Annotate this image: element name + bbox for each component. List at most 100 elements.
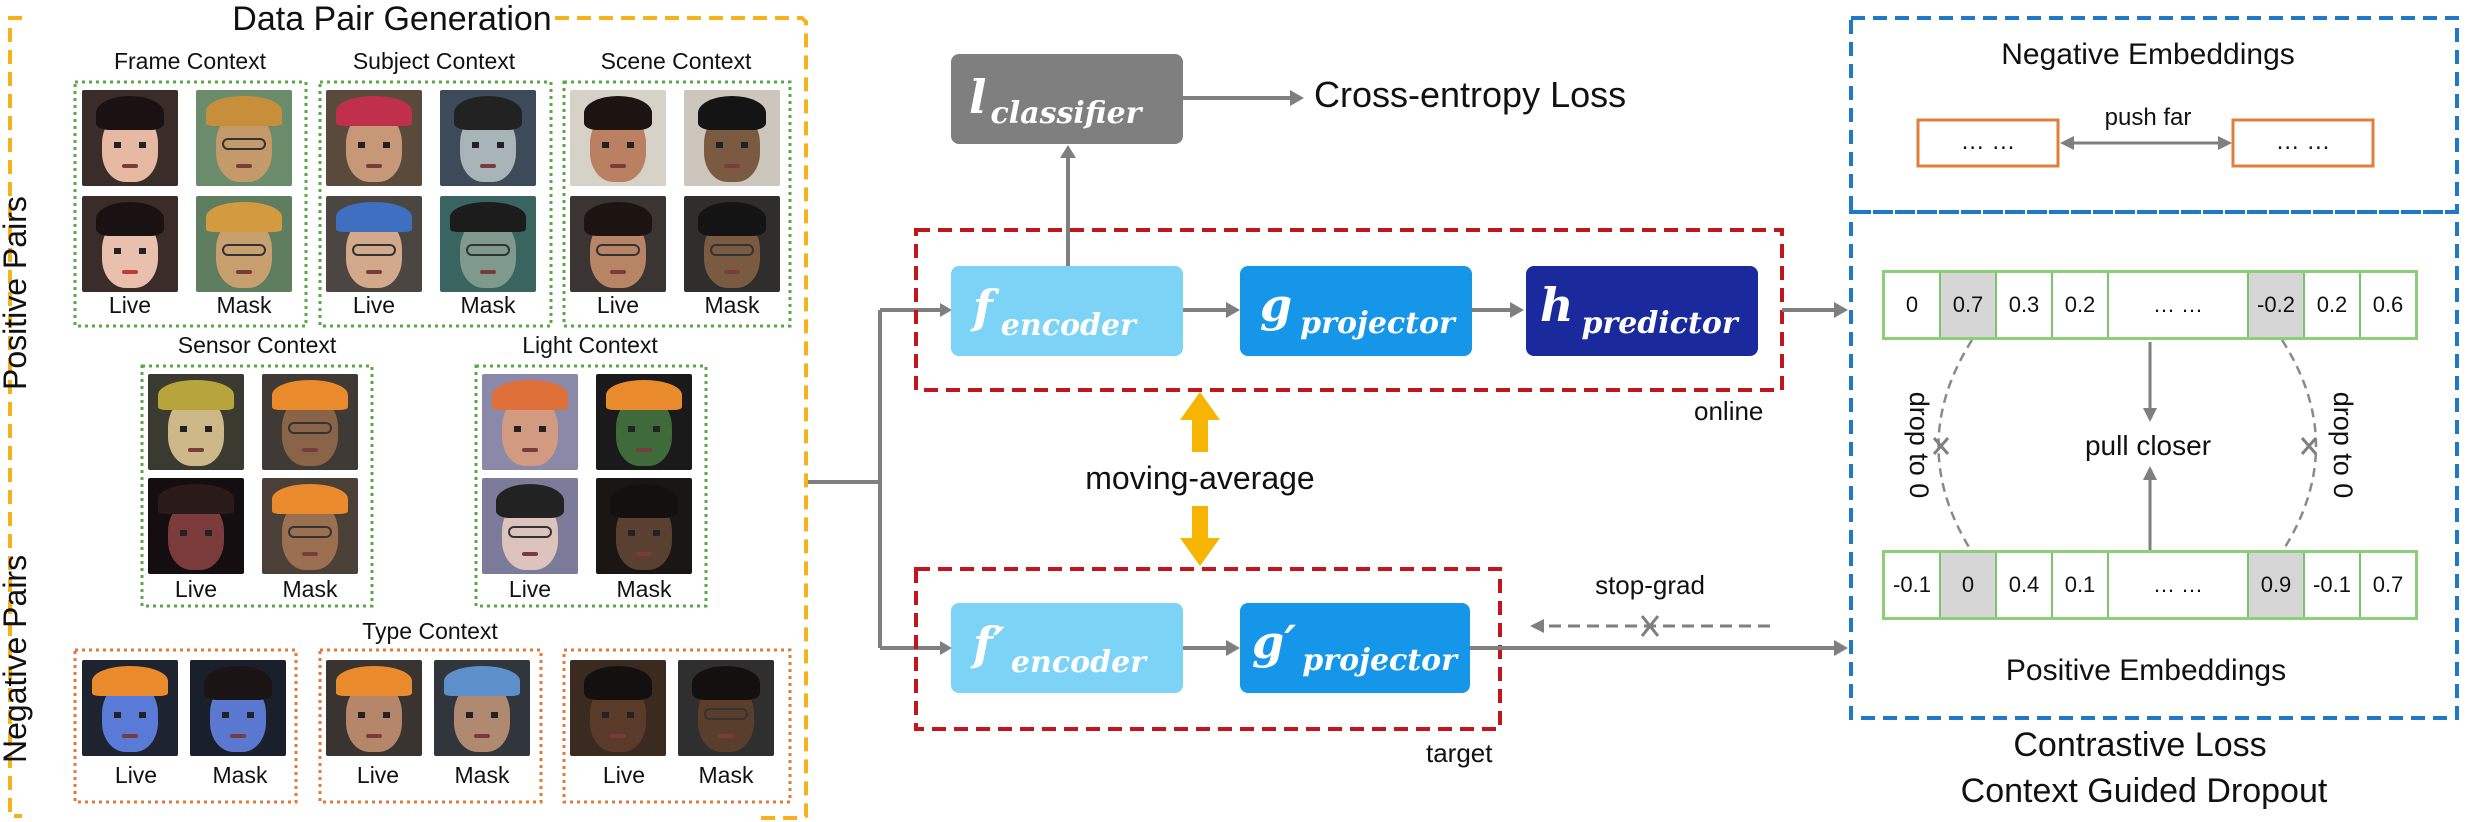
- drop-to-zero-right-label: drop to 0: [2328, 391, 2358, 499]
- projector-subscript: projector: [1300, 306, 1455, 341]
- mask-label: Mask: [216, 292, 272, 318]
- push-far-label: push far: [2104, 104, 2192, 131]
- negative-embedding-right: [2231, 118, 2375, 168]
- face-photo: [82, 90, 178, 186]
- emb-cell-ellipsis: … …: [2109, 553, 2249, 617]
- type-context-box-2: [318, 648, 543, 804]
- emb-cell: 0.3: [1997, 273, 2053, 337]
- target-projector-block: g′projector: [1240, 603, 1470, 693]
- subject-context-title: Subject Context: [352, 48, 516, 74]
- emb-cell: 0: [1885, 273, 1941, 337]
- mask-photo: [678, 660, 774, 756]
- face-photo: [82, 660, 178, 756]
- mask-photo: [190, 660, 286, 756]
- face-photo: [482, 374, 578, 470]
- cross-entropy-loss-label: Cross-entropy Loss: [1314, 74, 1627, 115]
- encoder-symbol: f: [973, 280, 993, 334]
- frame-context-box: [73, 80, 308, 328]
- mask-photo: [684, 90, 780, 186]
- live-label: Live: [114, 762, 158, 788]
- emb-cell: 0.1: [2053, 553, 2109, 617]
- mask-photo: [596, 374, 692, 470]
- subject-context-box: [318, 80, 553, 328]
- frame-context-title: Frame Context: [113, 48, 267, 74]
- online-label: online: [1694, 396, 1764, 426]
- target-label: target: [1426, 738, 1493, 768]
- predictor-symbol: h: [1540, 278, 1574, 332]
- moving-average-label: moving-average: [1085, 460, 1315, 496]
- mask-label: Mask: [454, 762, 510, 788]
- encoder-subscript: encoder: [1000, 308, 1136, 343]
- emb-cell-ellipsis: … …: [2109, 273, 2249, 337]
- target-embedding-vector: -0.1 0 0.4 0.1 … … 0.9 -0.1 0.7: [1882, 550, 2418, 620]
- emb-cell: 0.7: [2372, 572, 2404, 597]
- scene-context-title: Scene Context: [600, 48, 752, 74]
- mask-label: Mask: [616, 576, 672, 602]
- face-photo: [82, 196, 178, 292]
- negative-embedding-right-text: … …: [2275, 128, 2331, 155]
- moving-average-up-arrow: [1180, 392, 1220, 452]
- sensor-context-title: Sensor Context: [177, 332, 337, 358]
- emb-cell: 0.4: [1997, 553, 2053, 617]
- mask-photo: [196, 196, 292, 292]
- context-guided-dropout-label: Context Guided Dropout: [1960, 772, 2328, 810]
- yellow-frame-left: [8, 16, 22, 818]
- face-photo: [570, 660, 666, 756]
- mask-photo: [196, 90, 292, 186]
- face-photo: [570, 196, 666, 292]
- mask-label: Mask: [212, 762, 268, 788]
- drop-arc-right: [2280, 339, 2318, 553]
- negative-pairs-label: Negative Pairs: [0, 554, 33, 763]
- live-label: Live: [602, 762, 646, 788]
- emb-cell-highlight: 0.9: [2249, 553, 2305, 617]
- positive-embeddings-box: [1849, 210, 2459, 720]
- live-label: Live: [356, 762, 400, 788]
- positive-pairs-label: Positive Pairs: [0, 196, 33, 390]
- data-pair-title: Data Pair Generation: [232, 0, 552, 38]
- type-context-title: Type Context: [362, 618, 498, 644]
- target-projector-symbol: g′: [1252, 615, 1297, 669]
- emb-cell: -0.1: [1885, 553, 1941, 617]
- emb-cell: -0.1: [2305, 553, 2361, 617]
- contrastive-loss-label: Contrastive Loss: [2013, 726, 2267, 764]
- mask-photo: [434, 660, 530, 756]
- negative-embedding-left: [1916, 118, 2060, 168]
- target-encoder-block: f′encoder: [951, 603, 1183, 693]
- target-projector-subscript: projector: [1302, 643, 1457, 678]
- live-label: Live: [352, 292, 396, 318]
- moving-average-down-arrow: [1180, 506, 1220, 566]
- light-context-title: Light Context: [522, 332, 658, 358]
- light-context-box: [474, 364, 708, 608]
- pull-closer-label: pull closer: [2084, 430, 2212, 461]
- live-label: Live: [174, 576, 218, 602]
- positive-embeddings-title: Positive Embeddings: [2005, 654, 2287, 687]
- online-embedding-vector: 0 0.7 0.3 0.2 … … -0.2 0.2 0.6: [1882, 270, 2418, 340]
- face-photo: [482, 478, 578, 574]
- negative-embeddings-title: Negative Embeddings: [2001, 38, 2295, 71]
- emb-cell-highlight: -0.2: [2249, 273, 2305, 337]
- face-photo: [326, 196, 422, 292]
- type-context-box-1: [73, 648, 298, 804]
- face-photo: [148, 374, 244, 470]
- mask-label: Mask: [460, 292, 516, 318]
- emb-cell-highlight: 0.7: [1941, 273, 1997, 337]
- target-encoder-symbol: f′: [973, 617, 1005, 671]
- projector-symbol: g: [1260, 278, 1293, 332]
- emb-cell: 0.6: [2372, 292, 2404, 317]
- predictor-subscript: predictor: [1581, 306, 1738, 341]
- mask-photo: [684, 196, 780, 292]
- emb-cell-highlight: 0: [1941, 553, 1997, 617]
- mask-photo: [596, 478, 692, 574]
- classifier-subscript: classifier: [990, 96, 1142, 131]
- mask-photo: [440, 90, 536, 186]
- type-context-box-3: [562, 648, 792, 804]
- face-photo: [570, 90, 666, 186]
- mask-label: Mask: [704, 292, 760, 318]
- mask-photo: [262, 478, 358, 574]
- mask-label: Mask: [698, 762, 754, 788]
